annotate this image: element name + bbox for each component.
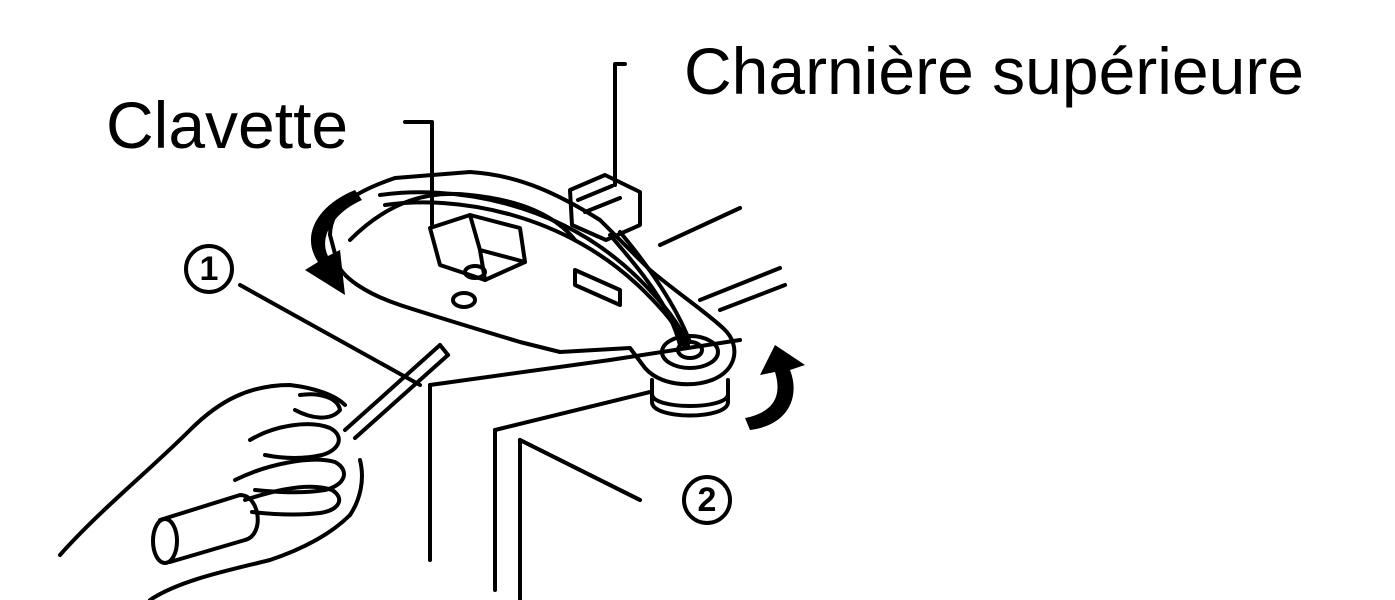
wire-harness: [378, 173, 692, 350]
screwdriver: [343, 343, 450, 440]
clavette-key: [428, 213, 527, 282]
hinge-pin: [650, 334, 730, 418]
key-label: Clavette: [106, 88, 349, 162]
rotation-arrow-right-icon: [745, 345, 805, 430]
step-1-badge: 1: [184, 244, 234, 294]
hinge-label: Charnière supérieure: [684, 34, 1305, 108]
rotation-arrow-left-icon: [305, 190, 362, 295]
leader-lines: [238, 62, 642, 502]
step-2-badge: 2: [682, 475, 732, 525]
hand: [58, 383, 364, 600]
